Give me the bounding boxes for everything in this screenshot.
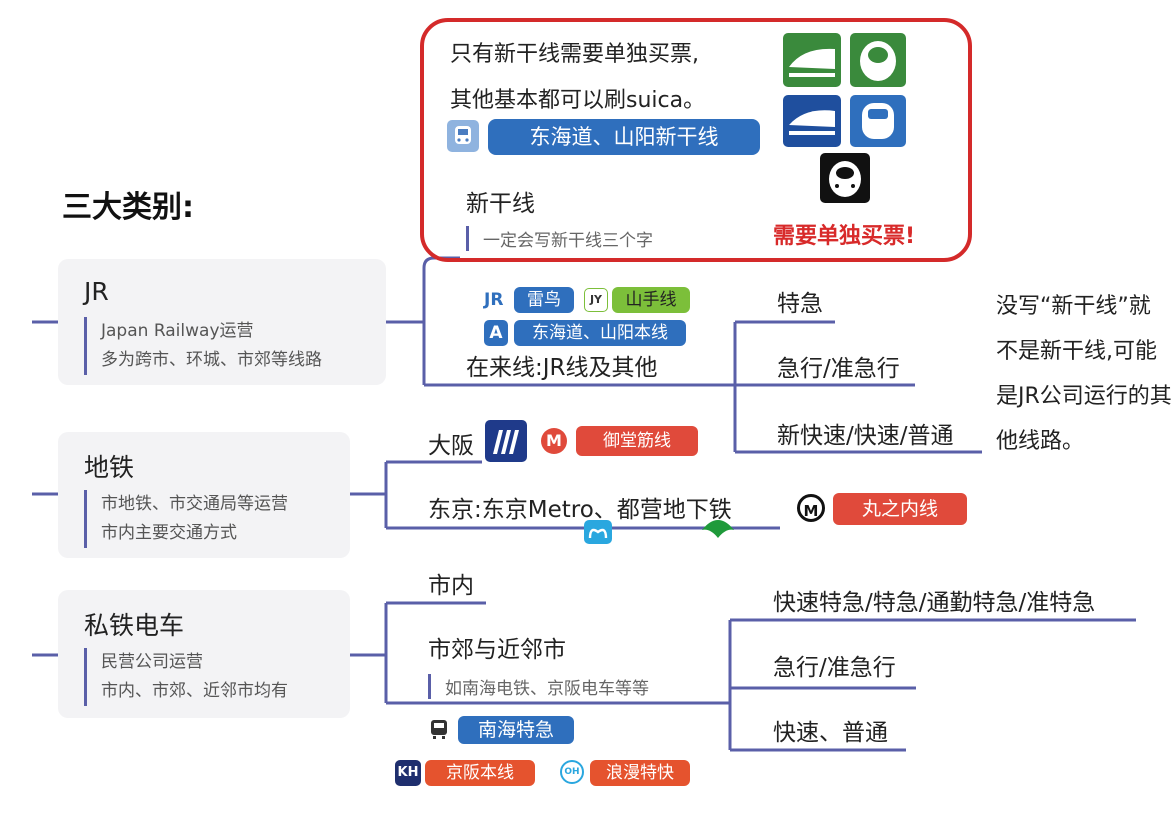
keihan-main-line-badge: 京阪本线 [425,760,535,786]
osaka-label: 大阪 [428,433,474,459]
private-railway-note-line2: 市内、市郊、近邻市均有 [101,681,288,701]
tokyo-metro-logo-icon [584,520,612,544]
tokaido-sanyo-main-line-badge: 东海道、山阳本线 [514,320,686,346]
private-suburb-note: 如南海电铁、京阪电车等等 [428,674,649,699]
train-icon [447,120,479,152]
jr-note: Japan Railway运营 多为跨市、环城、市郊等线路 [84,317,322,375]
page-heading: 三大类别: [62,190,194,225]
keihan-line-icon: KH [395,760,421,786]
yamanote-badge: 山手线 [612,287,690,313]
shinkansen-intro-1: 只有新干线需要单独买票, [450,42,699,67]
raicho-badge: 雷鸟 [514,287,574,313]
jr-card: JR Japan Railway运营 多为跨市、环城、市郊等线路 [58,259,386,385]
subway-note: 市地铁、市交通局等运营 市内主要交通方式 [84,490,288,548]
jr-logo-icon: JR [484,290,504,310]
shinkansen-blue-front-icon [850,95,906,147]
jr-type-express: 急行/准急行 [777,356,900,382]
tokyo-label: 东京:东京Metro、都营地下铁 [428,497,732,523]
nankai-train-icon [428,718,450,740]
shinkansen-note: 一定会写新干线三个字 [466,226,653,251]
private-type-rapid-local: 快速、普通 [773,720,888,746]
subway-note-line2: 市内主要交通方式 [101,523,237,543]
midosuji-line-icon: M [541,428,567,454]
a-line-icon: A [484,320,508,346]
ticket-warning: 需要单独买票! [773,224,916,249]
jr-title: JR [84,277,109,306]
midosuji-badge: 御堂筋线 [576,426,698,456]
jr-note-line1: Japan Railway运营 [101,321,254,341]
jr-type-rapid-local: 新快速/快速/普通 [777,423,954,449]
jr-note-line2: 多为跨市、环城、市郊等线路 [101,350,322,370]
nankai-limited-express-badge: 南海特急 [458,716,574,744]
subway-note-line1: 市地铁、市交通局等运营 [101,494,288,514]
private-suburb-label: 市郊与近邻市 [428,637,566,663]
odakyu-line-icon: OH [560,760,584,784]
marunouchi-line-icon: M [797,494,825,522]
subway-card: 地铁 市地铁、市交通局等运营 市内主要交通方式 [58,432,350,558]
private-railway-title: 私铁电车 [84,611,185,640]
private-railway-note-line1: 民营公司运营 [101,652,203,672]
jy-line-icon: JY [584,288,608,312]
private-railway-note: 民营公司运营 市内、市郊、近邻市均有 [84,648,288,706]
marunouchi-badge: 丸之内线 [833,493,967,525]
subway-title: 地铁 [84,453,135,482]
shinkansen-green-side-icon [783,33,841,87]
shinkansen-green-front-icon [850,33,906,87]
shinkansen-blue-side-icon [783,95,841,147]
jr-type-limited-express: 特急 [777,291,823,317]
shinkansen-black-front-icon [820,153,870,203]
private-railway-card: 私铁电车 民营公司运营 市内、市郊、近邻市均有 [58,590,350,718]
shinkansen-intro-2: 其他基本都可以刷suica。 [450,88,706,113]
zairaisen-label: 在来线:JR线及其他 [466,355,658,381]
private-type-express: 急行/准急行 [773,655,896,681]
osaka-metro-logo-icon [485,420,527,462]
romancecar-badge: 浪漫特快 [590,760,690,786]
toei-logo-icon [700,516,736,546]
private-type-limited-express: 快速特急/特急/通勤特急/准特急 [773,590,1096,616]
shinkansen-title: 新干线 [466,191,535,217]
private-city-label: 市内 [428,573,474,599]
tokaido-sanyo-shinkansen-badge: 东海道、山阳新干线 [488,119,760,155]
shinkansen-callout [420,18,972,262]
jr-side-note: 没写“新干线”就不是新干线,可能是JR公司运行的其他线路。 [996,294,1172,454]
